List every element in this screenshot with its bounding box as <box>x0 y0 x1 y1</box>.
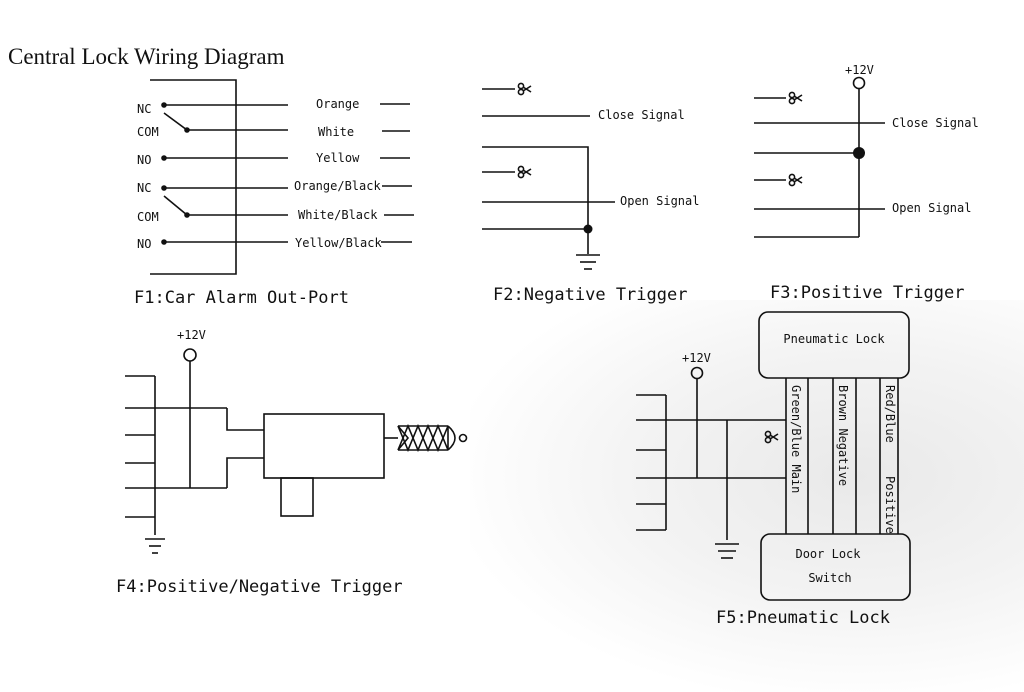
f1-alarm-out-port: NC COM NO NC COM NO Orange White Yellow … <box>134 79 414 308</box>
f2-close-signal: Close Signal <box>598 108 685 122</box>
f5-wire-positive: Positive <box>883 476 897 534</box>
f2-cut-icon-1 <box>517 82 532 96</box>
f3-open-signal: Open Signal <box>892 201 971 215</box>
f2-caption: F2:Negative Trigger <box>493 285 687 305</box>
f5-lock-label: Pneumatic Lock <box>783 332 885 346</box>
f5-caption: F5:Pneumatic Lock <box>716 608 890 628</box>
f1-wire-orange-black: Orange/Black <box>294 179 381 193</box>
f5-wire-red-blue: Red/Blue <box>883 385 897 443</box>
f2-open-signal: Open Signal <box>620 194 699 208</box>
f5-ground-icon <box>715 543 739 559</box>
f4-actuator-mount <box>280 477 314 517</box>
f4-pos-neg-trigger: +12V F4:Positive/Neg <box>116 328 468 597</box>
f3-supply-terminal <box>852 76 866 90</box>
f1-wire-white-black: White/Black <box>298 208 378 222</box>
f1-wire-yellow-black: Yellow/Black <box>295 236 382 250</box>
f4-supply-terminal <box>183 348 197 362</box>
f5-wire-brown: Brown Negative <box>836 385 850 486</box>
f3-caption: F3:Positive Trigger <box>770 283 964 303</box>
f5-wire-green-blue: Green/Blue Main <box>789 385 803 493</box>
f5-switch-line2: Switch <box>808 571 851 585</box>
f1-wire-white: White <box>318 125 354 139</box>
f1-pin-no-2: NO <box>137 237 151 251</box>
f1-connector-frame <box>150 79 237 275</box>
f2-cut-icon-2 <box>517 165 532 179</box>
f5-pneumatic-lock: +12V Pneumatic Lock Door Lock Switch <box>636 311 911 628</box>
f3-cut-icon-2 <box>788 173 803 187</box>
f1-caption: F1:Car Alarm Out-Port <box>134 288 349 308</box>
f4-actuator-body <box>263 413 385 479</box>
f5-switch-line1: Door Lock <box>795 547 861 561</box>
f4-actuator-rod-end <box>458 433 468 443</box>
f4-supply-label: +12V <box>177 328 206 342</box>
f1-pin-no-1: NO <box>137 153 151 167</box>
f3-positive-trigger: +12V Close Signal Open Signal F3:Positiv… <box>754 63 979 303</box>
f2-ground-icon <box>576 254 600 270</box>
f3-cut-icon-1 <box>788 91 803 105</box>
f4-actuator-bellows <box>397 423 449 453</box>
f3-supply-label: +12V <box>845 63 874 77</box>
f4-ground-icon <box>145 538 165 554</box>
f1-pin-com-1: COM <box>137 125 159 139</box>
f1-pin-nc-1: NC <box>137 102 151 116</box>
f4-caption: F4:Positive/Negative Trigger <box>116 577 403 597</box>
page-title: Central Lock Wiring Diagram <box>8 44 285 69</box>
f3-close-signal: Close Signal <box>892 116 979 130</box>
f1-pin-com-2: COM <box>137 210 159 224</box>
f5-cut-icon <box>764 430 779 444</box>
f1-pin-nc-2: NC <box>137 181 151 195</box>
scan-shading <box>470 300 1024 692</box>
f5-supply-terminal <box>690 366 704 380</box>
f3-junction-dot <box>853 147 865 159</box>
f1-wire-orange: Orange <box>316 97 359 111</box>
f1-wire-yellow: Yellow <box>316 151 360 165</box>
f5-switch-box <box>760 533 911 601</box>
f5-lock-box <box>758 311 910 379</box>
f2-negative-trigger: Close Signal Open Signal F2:Negative Tri… <box>482 82 699 305</box>
f5-supply-label: +12V <box>682 351 711 365</box>
